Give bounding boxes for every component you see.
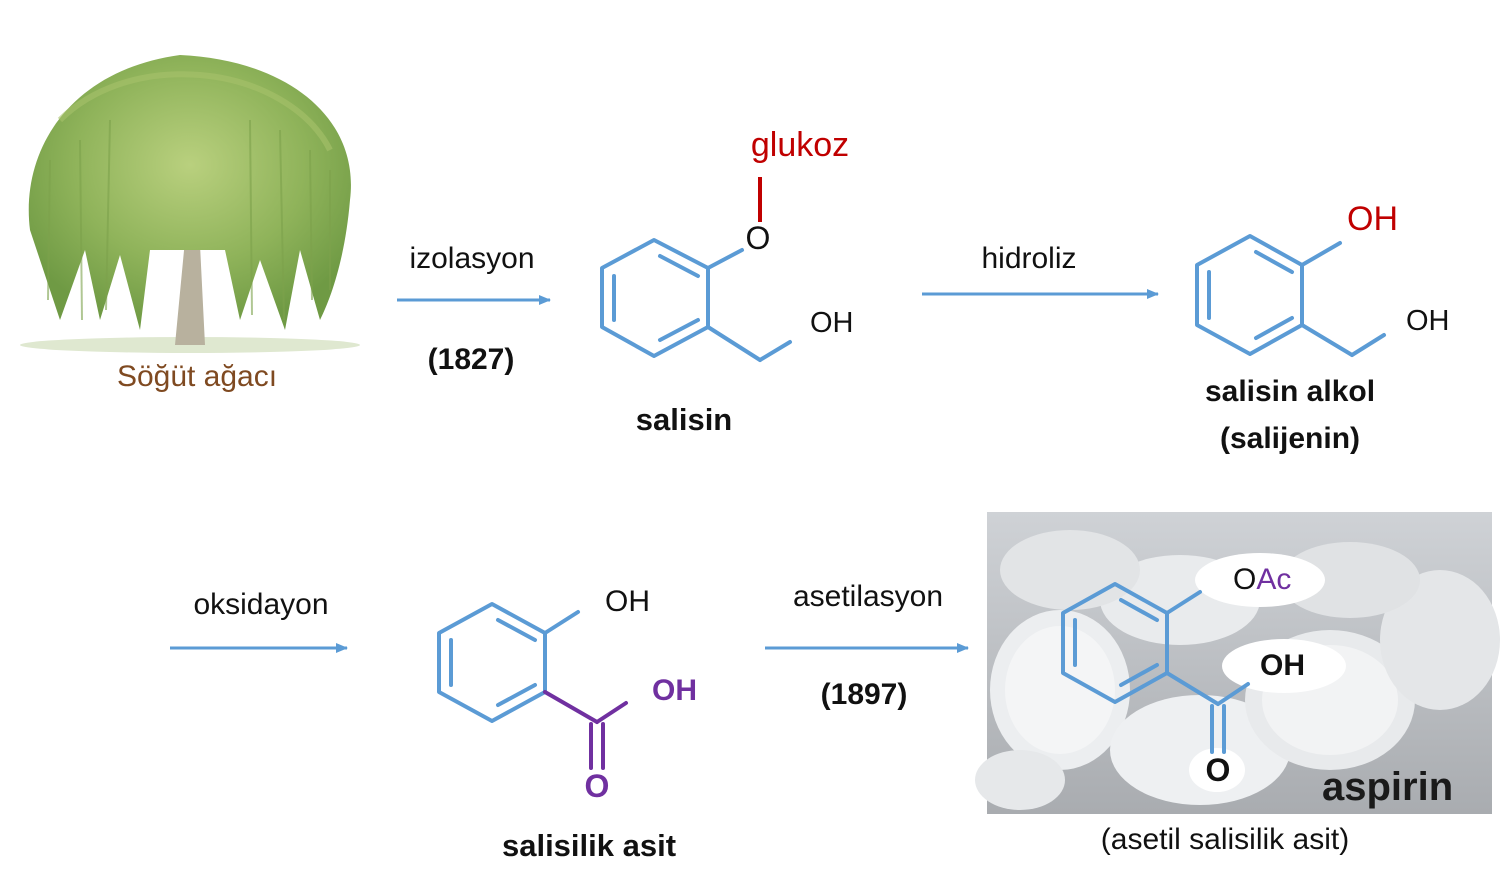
salicylic-acid-name: salisilik asit (501, 828, 677, 863)
isolation-year: (1827) (427, 343, 515, 376)
aspirin-oac-oxygen: O (1233, 563, 1257, 596)
acetylation-label: asetilasyon (792, 580, 944, 613)
salicylic-hydroxyl-top: OH (605, 585, 650, 618)
aspirin-carbonyl: O (1205, 752, 1231, 788)
salicin-hydroxyl: OH (810, 307, 854, 339)
hydrolysis-label: hidroliz (981, 242, 1077, 275)
salicylic-acid-structure (437, 602, 580, 723)
salicin-glucose: glukoz (750, 126, 850, 164)
oxidation-label: oksidayon (193, 588, 329, 621)
saligenin-name: salisin alkol (1204, 375, 1376, 408)
salicin-oxygen: O (745, 220, 771, 256)
aspirin-oac-acetyl: Ac (1256, 563, 1292, 596)
carboxyl-group (543, 690, 628, 770)
saligenin-alt-name: (salijenin) (1219, 422, 1361, 455)
saligenin-hydroxyl-top: OH (1347, 200, 1398, 238)
salicylic-acid-carbonyl: O (584, 768, 610, 804)
aspirin-name: aspirin (1322, 765, 1454, 809)
aspirin-hydroxyl: OH (1260, 649, 1305, 682)
salicylic-acid-hydroxyl: OH (652, 674, 697, 707)
saligenin-hydroxyl-side: OH (1406, 305, 1450, 337)
acetylation-year: (1897) (820, 678, 908, 711)
isolation-label: izolasyon (409, 242, 535, 275)
aspirin-tablets-photo (975, 512, 1500, 814)
tree-caption: Söğüt ağacı (116, 360, 278, 393)
salicin-structure (600, 238, 792, 362)
saligenin-structure (1195, 234, 1386, 357)
willow-tree-image (20, 55, 360, 353)
aspirin-oac: OAc (1233, 563, 1291, 597)
aspirin-subtitle: (asetil salisilik asit) (1100, 823, 1350, 856)
salicin-name: salisin (635, 402, 733, 437)
aspirin-structure (1061, 582, 1250, 754)
